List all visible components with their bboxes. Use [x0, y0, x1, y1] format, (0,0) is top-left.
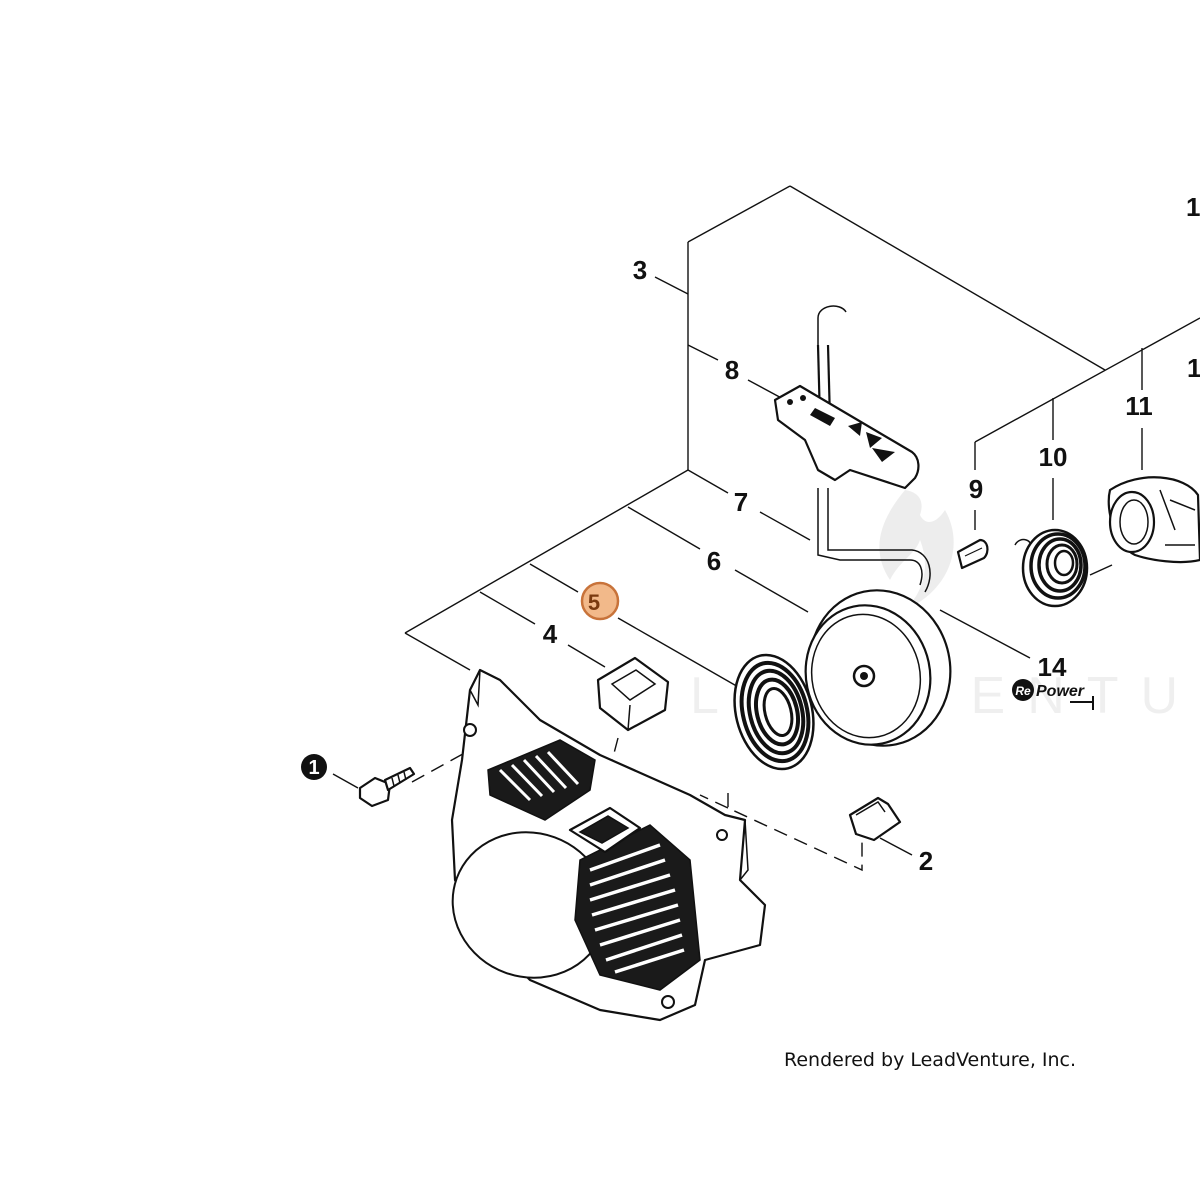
coil-spring: [1014, 528, 1113, 608]
repower-badge: Re Power: [1012, 679, 1094, 710]
clip-part-2: [848, 796, 902, 842]
callout-1[interactable]: 1: [301, 754, 327, 780]
callout-5-highlighted[interactable]: 5: [580, 581, 620, 621]
callout-2[interactable]: 2: [919, 846, 933, 876]
callout-9[interactable]: 9: [969, 474, 983, 504]
watermark-logo: [879, 490, 954, 610]
recoil-spring: [733, 653, 815, 771]
svg-text:Power: Power: [1036, 683, 1085, 700]
bolt-part-1: [358, 766, 416, 808]
ratchet-cup: [1107, 476, 1200, 564]
highlight-ring: [580, 581, 620, 621]
svg-text:5: 5: [588, 590, 600, 615]
callout-4[interactable]: 4: [543, 619, 558, 649]
callout-edge-top[interactable]: 1: [1186, 192, 1200, 222]
svg-text:Re: Re: [1015, 684, 1031, 698]
callout-6[interactable]: 6: [707, 546, 721, 576]
callout-7[interactable]: 7: [734, 487, 748, 517]
callout-14[interactable]: 14: [1038, 652, 1067, 682]
screw-part-9: [956, 538, 989, 570]
callout-edge-mid[interactable]: 1: [1187, 353, 1200, 383]
render-credit: Rendered by LeadVenture, Inc.: [784, 1049, 1076, 1071]
starter-housing: [450, 668, 767, 1022]
callout-3[interactable]: 3: [633, 255, 647, 285]
guide-insert: [596, 656, 670, 732]
rope-pulley: [804, 589, 952, 747]
leader-lines: [332, 185, 1200, 856]
starter-handle: [773, 305, 931, 593]
callout-11[interactable]: 11: [1125, 391, 1153, 421]
callout-10[interactable]: 10: [1039, 442, 1068, 472]
svg-text:1: 1: [308, 757, 319, 779]
callout-8[interactable]: 8: [725, 355, 739, 385]
